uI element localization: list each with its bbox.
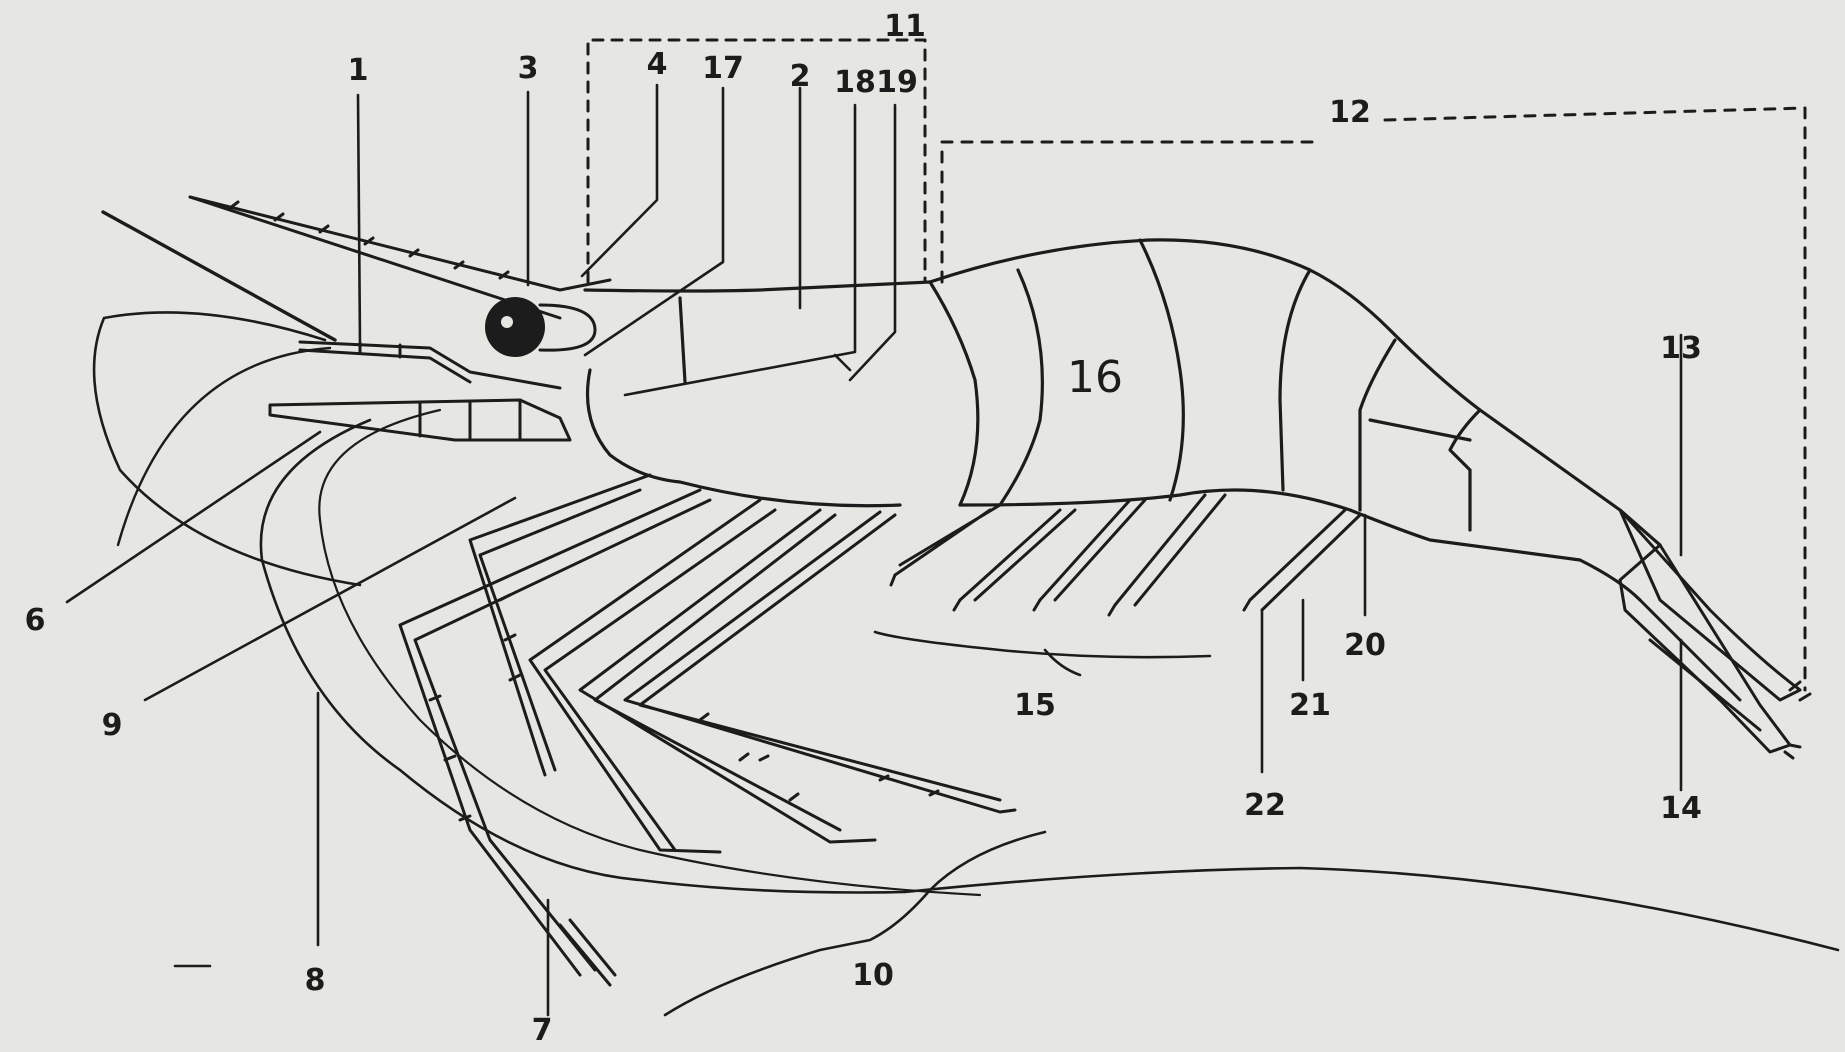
label-11: 11: [884, 9, 926, 44]
pleopods: [891, 495, 1360, 615]
label-13: 13: [1660, 331, 1702, 366]
label-3: 3: [518, 51, 539, 86]
rostrum: [190, 197, 610, 318]
label-22: 22: [1244, 788, 1286, 823]
label-19: 19: [876, 65, 918, 100]
label-21: 21: [1289, 688, 1331, 723]
label-14: 14: [1660, 791, 1702, 826]
label-20: 20: [1344, 628, 1386, 663]
abdomen: [930, 240, 1660, 600]
antennae: [94, 212, 1838, 950]
leader-lines: [67, 85, 1681, 1015]
label-4: 4: [647, 47, 668, 82]
telson-uropods: [1620, 510, 1810, 758]
label-15: 15: [1014, 688, 1056, 723]
label-8: 8: [305, 963, 326, 998]
label-10: 10: [852, 958, 894, 993]
label-18: 18: [834, 65, 876, 100]
label-17: 17: [702, 51, 744, 86]
label-16: 16: [1067, 352, 1123, 403]
label-12: 12: [1329, 95, 1371, 130]
label-7: 7: [532, 1013, 553, 1048]
eye: [485, 297, 595, 357]
label-6: 6: [25, 603, 46, 638]
label-2: 2: [790, 59, 811, 94]
antennular-peduncle: [270, 342, 570, 440]
label-1: 1: [348, 53, 369, 88]
label-9: 9: [102, 708, 123, 743]
